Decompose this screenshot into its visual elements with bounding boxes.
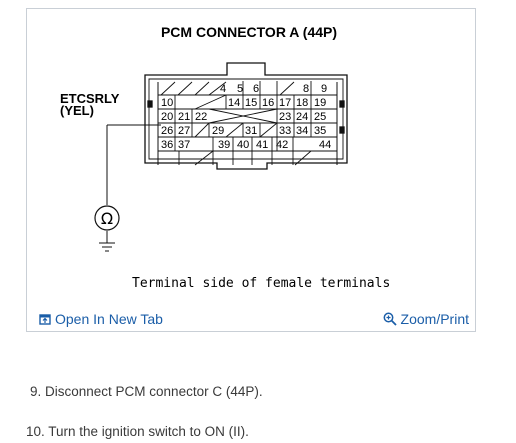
- ohmmeter-icon: Ω: [94, 205, 120, 231]
- pin-27: 27: [178, 125, 190, 137]
- pin-labels: 4 5 6 8 9 10 14 15 16 17 18 19 20 21 22 …: [161, 83, 331, 151]
- pin-37: 37: [178, 139, 190, 151]
- pin-9: 9: [321, 83, 327, 95]
- pin-6: 6: [253, 83, 259, 95]
- pin-34: 34: [296, 125, 308, 137]
- open-in-new-tab-label: Open In New Tab: [55, 311, 163, 327]
- pin-19: 19: [314, 97, 326, 109]
- pin-grid: [157, 82, 338, 165]
- pin-42: 42: [276, 139, 288, 151]
- open-in-new-tab-link[interactable]: Open In New Tab: [39, 311, 163, 327]
- zoom-print-label: Zoom/Print: [400, 311, 469, 327]
- pin-39: 39: [218, 139, 230, 151]
- diagram-caption: Terminal side of female terminals: [132, 276, 390, 291]
- pin-14: 14: [228, 97, 240, 109]
- pin-23: 23: [279, 111, 291, 123]
- step-10: 10. Turn the ignition switch to ON (II).: [26, 424, 249, 439]
- pin-26: 26: [161, 125, 173, 137]
- pin-10: 10: [161, 97, 173, 109]
- diagram-panel: PCM CONNECTOR A (44P) 4 5 6 8 9 10: [26, 8, 476, 332]
- pin-dividers: [160, 81, 312, 166]
- connector-diagram[interactable]: PCM CONNECTOR A (44P) 4 5 6 8 9 10: [27, 9, 475, 309]
- ohm-symbol: Ω: [101, 209, 113, 228]
- pin-36: 36: [161, 139, 173, 151]
- pin-18: 18: [296, 97, 308, 109]
- pin-25: 25: [314, 111, 326, 123]
- open-in-new-tab-icon: [39, 314, 51, 325]
- pin-16: 16: [262, 97, 274, 109]
- wire-label-line2: (YEL): [60, 103, 94, 118]
- pin-41: 41: [256, 139, 268, 151]
- pin-17: 17: [279, 97, 291, 109]
- pin-40: 40: [237, 139, 249, 151]
- diagram-title: PCM CONNECTOR A (44P): [161, 24, 337, 40]
- pin-24: 24: [296, 111, 308, 123]
- step-9: 9. Disconnect PCM connector C (44P).: [30, 384, 263, 399]
- pin-21: 21: [178, 111, 190, 123]
- pin-44: 44: [319, 139, 331, 151]
- pin-4: 4: [220, 83, 226, 95]
- pin-31: 31: [245, 125, 257, 137]
- wire-label-line1: ETCSRLY: [60, 91, 120, 106]
- pin-29: 29: [212, 125, 224, 137]
- pin-20: 20: [161, 111, 173, 123]
- zoom-icon: [383, 312, 397, 326]
- pin-35: 35: [314, 125, 326, 137]
- pin-22: 22: [195, 111, 207, 123]
- pin-15: 15: [245, 97, 257, 109]
- pin-8: 8: [303, 83, 309, 95]
- zoom-print-link[interactable]: Zoom/Print: [383, 311, 469, 327]
- test-wire: [99, 124, 161, 252]
- connector-housing: [144, 62, 348, 170]
- pin-5: 5: [237, 83, 243, 95]
- pin-33: 33: [279, 125, 291, 137]
- diagram-toolbar: Open In New Tab Zoom/Print: [27, 309, 475, 331]
